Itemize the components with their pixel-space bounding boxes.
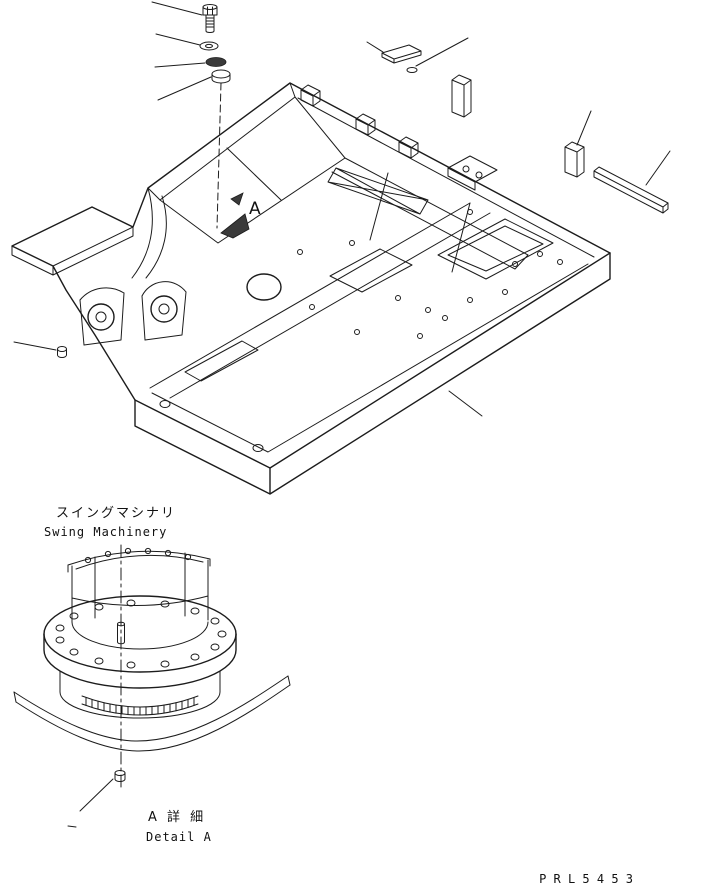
bolt-head	[202, 6, 218, 16]
center-pin-bolt	[117, 621, 125, 645]
motor-body	[71, 552, 209, 623]
seal-washer-part	[205, 57, 227, 67]
leader-line	[79, 778, 114, 812]
frame-left-plate	[11, 226, 134, 276]
engine-mount	[447, 155, 498, 191]
seal-bar-part	[593, 150, 671, 214]
spacer-block-part	[451, 74, 472, 118]
mounting-bolt-part	[202, 4, 218, 33]
detail-a-view: A 詳 細 Detail A	[13, 544, 291, 844]
deck-cutout	[184, 340, 259, 382]
leader-line	[154, 62, 206, 68]
hub-base	[71, 621, 209, 650]
rear-edge-brackets	[300, 84, 498, 191]
pinion-housing	[59, 670, 221, 719]
leader-line	[645, 150, 671, 186]
frame-outline	[11, 82, 611, 469]
deck-openings	[329, 218, 554, 293]
boom-pin-bore	[150, 295, 178, 323]
revolving-frame-isometric-view: A	[11, 1, 671, 495]
leader-line	[415, 37, 469, 67]
gear-case-flange	[43, 595, 237, 689]
leader-line	[151, 1, 203, 16]
detail-mounting-bolt	[67, 770, 126, 828]
section-arrow	[220, 192, 250, 239]
frame-thickness	[134, 252, 611, 495]
swing-machinery-label-jp: スイングマシナリ	[56, 506, 176, 521]
detail-label-en: Detail A	[146, 830, 212, 844]
swing-circle-boss	[246, 273, 282, 301]
drawing-code: P R L 5 4 5 3	[539, 872, 633, 886]
leader-line	[155, 33, 201, 46]
plug-washer-part	[211, 69, 231, 84]
bolt-shank	[205, 14, 215, 33]
shim-washer	[406, 67, 418, 73]
stopper-block-part	[564, 110, 592, 178]
boom-pin-bore	[87, 303, 115, 331]
detail-label-jp: A 詳 細	[148, 809, 206, 825]
frame-section-curves	[13, 675, 291, 752]
center-beams	[327, 157, 529, 273]
shim-plate-part	[366, 37, 469, 73]
leader-line	[576, 110, 592, 146]
swing-motor-top	[67, 547, 211, 623]
boom-foot-plates	[79, 281, 187, 346]
deck-panel-lines	[149, 97, 595, 453]
leader-line-frame	[448, 390, 483, 417]
view-marker-a: A	[249, 199, 261, 219]
leader-line	[13, 341, 57, 351]
small-bolt-part	[13, 341, 67, 358]
leader-line	[366, 41, 384, 53]
leader-line	[157, 76, 212, 101]
pinion-teeth-ticks	[85, 697, 195, 716]
flange-bolt-holes	[55, 599, 227, 669]
swing-machinery-label-en: Swing Machinery	[44, 525, 167, 539]
deck-bolt-holes	[159, 209, 563, 452]
plain-washer-part	[199, 41, 219, 51]
boom-mount-tower	[131, 82, 346, 279]
tick-mark	[67, 825, 77, 828]
leader-lines-top-left	[151, 1, 212, 101]
bolt-head-top	[202, 4, 218, 10]
